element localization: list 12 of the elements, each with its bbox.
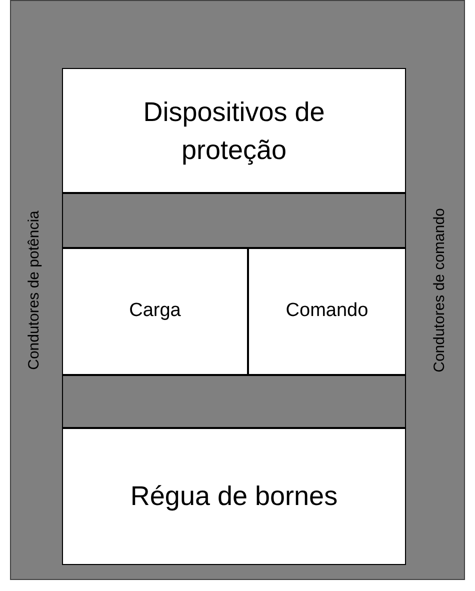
box-label: Comando bbox=[286, 299, 368, 324]
text-box bbox=[62, 428, 406, 565]
text-box bbox=[62, 248, 248, 375]
box-label: Carga bbox=[129, 299, 181, 324]
side-label: Condutores de comando bbox=[430, 208, 449, 372]
box-label: Dispositivos de proteção bbox=[142, 96, 326, 167]
text-box bbox=[248, 248, 406, 375]
text-box bbox=[62, 68, 406, 193]
box-label: Régua de bornes bbox=[130, 480, 338, 514]
side-label: Condutores de potência bbox=[24, 210, 44, 370]
separator-band bbox=[62, 193, 406, 248]
separator-band bbox=[62, 375, 406, 428]
